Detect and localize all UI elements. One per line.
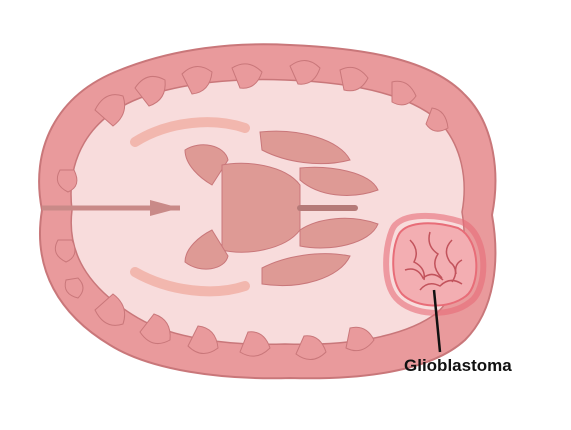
label-pointer-line: [432, 289, 442, 353]
glioblastoma-label: Glioblastoma: [404, 356, 512, 375]
glioblastoma-tumor: [383, 212, 487, 316]
corpus-callosum-lower: [130, 267, 250, 297]
corpus-callosum-upper: [130, 117, 250, 147]
deep-structures: [184, 130, 379, 287]
cortex-gyri: [54, 60, 449, 360]
